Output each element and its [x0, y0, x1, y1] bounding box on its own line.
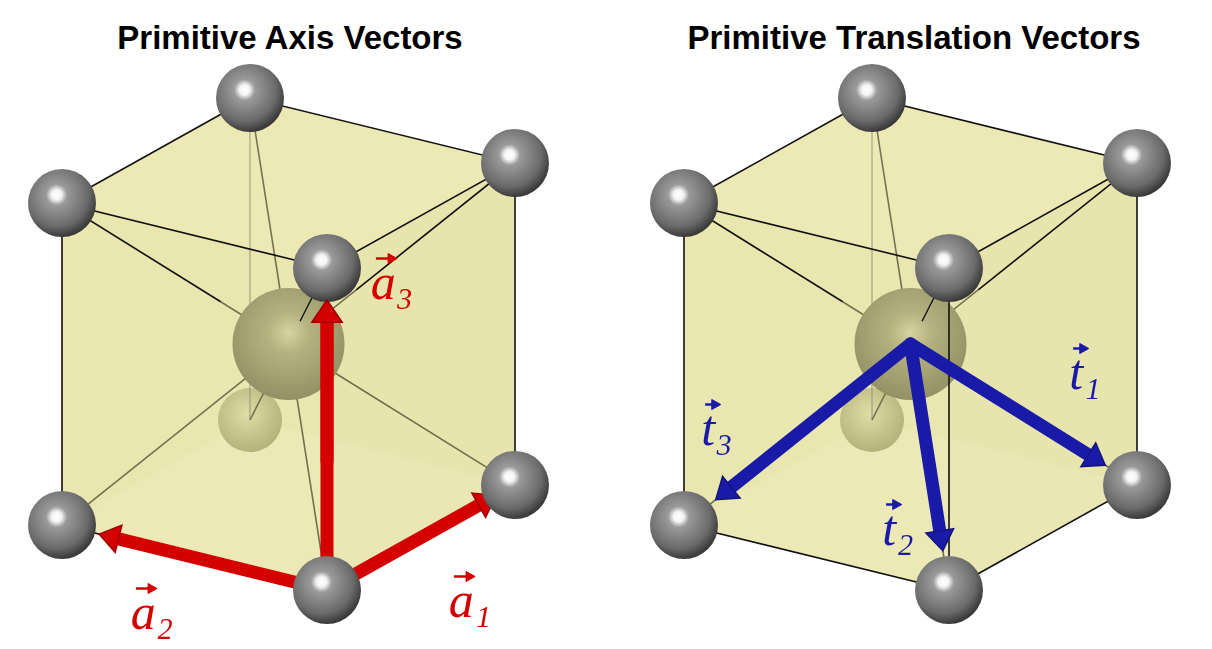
- cube-edge: [514, 163, 516, 485]
- vector-arrow: [716, 344, 911, 500]
- corner-atom: [481, 129, 549, 197]
- cube-face: [684, 203, 949, 590]
- corner-atom: [216, 64, 284, 132]
- vector-label: a₃: [371, 255, 413, 310]
- corner-atom: [650, 491, 718, 559]
- arrow-shaft: [321, 322, 334, 590]
- vector-label: a₁: [449, 573, 491, 628]
- bcc-cube: [28, 64, 549, 624]
- corner-atom: [481, 451, 549, 519]
- arrow-shaft: [911, 344, 1089, 455]
- vector-label: t₁: [1069, 345, 1100, 400]
- cube-face: [684, 98, 1137, 268]
- arrow-head: [99, 525, 122, 552]
- panel-title: Primitive Translation Vectors: [687, 20, 1140, 56]
- cube-edge: [61, 203, 63, 525]
- bcc-cube: [650, 64, 1171, 624]
- vector-arrow: [312, 300, 342, 590]
- arrow-head: [1081, 443, 1105, 467]
- vector-label: a₂: [131, 585, 173, 640]
- corner-atom: [838, 64, 906, 132]
- cube-edge: [684, 203, 949, 268]
- arrow-shaft: [731, 344, 910, 487]
- vector-arrow: [911, 344, 1106, 467]
- cube-face: [62, 98, 515, 268]
- corner-atom: [293, 234, 361, 302]
- arrow-head: [312, 300, 342, 322]
- vector-label: t₂: [882, 501, 913, 556]
- arrow-head: [312, 300, 342, 322]
- cube-edge: [683, 203, 685, 525]
- cube-edge: [62, 525, 327, 590]
- vector-label: t₃: [701, 401, 732, 456]
- corner-atom: [28, 169, 96, 237]
- vector-arrow: [312, 300, 342, 461]
- corner-atom: [1103, 451, 1171, 519]
- arrow-head: [926, 529, 954, 551]
- corner-atom: [1103, 129, 1171, 197]
- cube-edge: [872, 98, 1137, 163]
- cube-edge: [948, 268, 950, 590]
- cube-edge: [250, 98, 515, 163]
- corner-atom: [915, 556, 983, 624]
- arrow-shaft: [321, 322, 334, 461]
- arrow-shaft: [911, 344, 940, 531]
- arrow-head: [716, 476, 740, 499]
- cube-edge: [1136, 163, 1138, 485]
- vector-overarrows: [136, 254, 1089, 594]
- vector-arrow: [99, 525, 327, 590]
- corner-atom: [293, 556, 361, 624]
- corner-atom: [28, 491, 96, 559]
- corner-atom: [650, 169, 718, 237]
- corner-atom: [915, 234, 983, 302]
- vector-arrow: [911, 344, 954, 551]
- cube-face: [62, 203, 327, 590]
- cube-edge: [62, 203, 327, 268]
- panel-title: Primitive Axis Vectors: [117, 20, 462, 56]
